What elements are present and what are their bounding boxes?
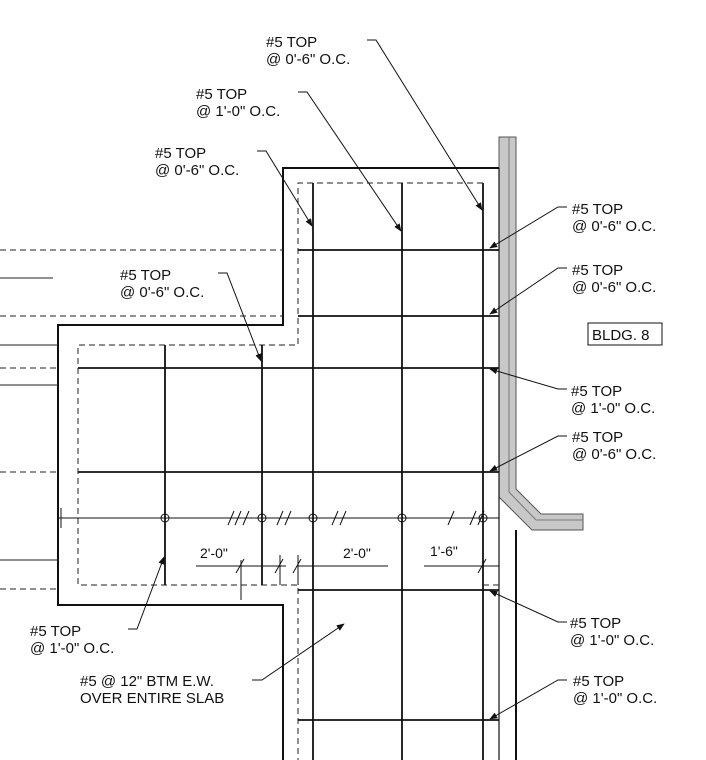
callout-c9: #5 TOP @ 0'-6" O.C. bbox=[572, 429, 656, 463]
callout-c3: #5 TOP @ 0'-6" O.C. bbox=[155, 145, 239, 179]
bar-callout-spacing: @ 0'-6" O.C. bbox=[266, 51, 350, 68]
callout-c7: #5 TOP @ 0'-6" O.C. bbox=[572, 262, 656, 296]
callout-c2: #5 TOP @ 1'-0" O.C. bbox=[196, 86, 280, 120]
hidden-lines bbox=[0, 182, 499, 760]
callout-c4: #5 TOP @ 0'-6" O.C. bbox=[120, 267, 204, 301]
callout-c6: #5 TOP @ 0'-6" O.C. bbox=[572, 201, 656, 235]
existing-slab-lines bbox=[0, 277, 58, 561]
callout-c8: #5 TOP @ 1'-0" O.C. bbox=[571, 383, 655, 417]
bar-callout-spacing: @ 0'-6" O.C. bbox=[572, 218, 656, 235]
leader-lines bbox=[128, 39, 567, 720]
slab-edge-outline bbox=[57, 167, 517, 760]
callout-c5: #5 TOP @ 1'-0" O.C. bbox=[30, 623, 114, 657]
building-tag-label: BLDG. 8 bbox=[592, 327, 650, 344]
bar-callout-size: #5 TOP bbox=[30, 623, 81, 640]
building-tag: BLDG. 8 bbox=[587, 322, 663, 346]
bottom-note-line2: OVER ENTIRE SLAB bbox=[80, 690, 224, 707]
bar-callout-size: #5 TOP bbox=[120, 267, 171, 284]
callout-c1: #5 TOP @ 0'-6" O.C. bbox=[266, 34, 350, 68]
bar-callout-spacing: @ 1'-0" O.C. bbox=[196, 103, 280, 120]
bar-callout-size: #5 TOP bbox=[570, 615, 621, 632]
bar-callout-spacing: @ 1'-0" O.C. bbox=[30, 640, 114, 657]
dimension-lines bbox=[196, 555, 499, 600]
bar-callout-size: #5 TOP bbox=[155, 145, 206, 162]
bar-callout-size: #5 TOP bbox=[572, 262, 623, 279]
dimension-label: 2'-0" bbox=[200, 545, 228, 561]
dimension-label: 1'-6" bbox=[430, 543, 458, 559]
bar-callout-size: #5 TOP bbox=[572, 429, 623, 446]
bar-callout-size: #5 TOP bbox=[266, 34, 317, 51]
bar-callout-spacing: @ 0'-6" O.C. bbox=[155, 162, 239, 179]
bar-callout-size: #5 TOP bbox=[196, 86, 247, 103]
bar-callout-spacing: @ 1'-0" O.C. bbox=[571, 400, 655, 417]
callout-c10: #5 TOP @ 1'-0" O.C. bbox=[570, 615, 654, 649]
bar-callout-spacing: @ 1'-0" O.C. bbox=[570, 632, 654, 649]
callout-c11: #5 TOP @ 1'-0" O.C. bbox=[573, 673, 657, 707]
bottom-note-line1: #5 @ 12" BTM E.W. bbox=[80, 673, 214, 690]
bar-callout-spacing: @ 0'-6" O.C. bbox=[120, 284, 204, 301]
horizontal-top-bars bbox=[78, 249, 499, 721]
bar-callout-spacing: @ 0'-6" O.C. bbox=[572, 279, 656, 296]
bar-callout-size: #5 TOP bbox=[573, 673, 624, 690]
bottom-reinforcement-note: #5 @ 12" BTM E.W. OVER ENTIRE SLAB bbox=[80, 673, 224, 707]
bar-callout-spacing: @ 0'-6" O.C. bbox=[572, 446, 656, 463]
bar-callout-spacing: @ 1'-0" O.C. bbox=[573, 690, 657, 707]
bar-callout-size: #5 TOP bbox=[571, 383, 622, 400]
bar-callout-size: #5 TOP bbox=[572, 201, 623, 218]
adjacent-building-wall bbox=[498, 136, 584, 531]
dimension-string bbox=[58, 508, 499, 528]
dimension-label: 2'-0" bbox=[343, 545, 371, 561]
